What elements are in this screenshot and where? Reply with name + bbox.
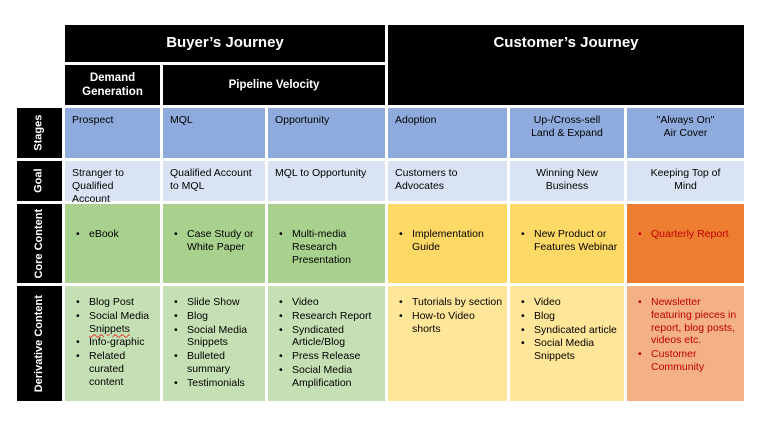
row-label-goal: Goal <box>17 161 62 201</box>
core-content-cell-prospect: eBook <box>65 204 160 283</box>
pipeline-velocity-header: Pipeline Velocity <box>163 65 385 105</box>
list-item: Blog Post <box>74 296 156 309</box>
list-item: Slide Show <box>172 296 261 309</box>
goal-cell-top-of-mind: Keeping Top of Mind <box>627 161 744 201</box>
list-item: Testimonials <box>172 377 261 390</box>
list-item: Bulleted summary <box>172 350 261 376</box>
list-item: Research Report <box>277 310 381 323</box>
list-item: Social Media Amplification <box>277 364 381 390</box>
derivative-content-cell-upsell: Video Blog Syndicated article Social Med… <box>510 286 624 401</box>
row-label-core-content: Core Content <box>17 204 62 283</box>
misspelled-word: Snippets <box>89 322 130 335</box>
stages-cell-upsell: Up-/Cross-sell Land & Expand <box>510 108 624 158</box>
stages-cell-prospect: Prospect <box>65 108 160 158</box>
list-item: Customer Community <box>636 348 740 374</box>
derivative-content-cell-opportunity: Video Research Report Syndicated Article… <box>268 286 385 401</box>
list-item: How-to Video shorts <box>397 310 503 336</box>
list-item: Blog <box>172 310 261 323</box>
goal-cell-advocates: Customers to Advocates <box>388 161 507 201</box>
list-item: Social Media Snippets <box>519 337 620 363</box>
list-item: Newsletter featuring pieces in report, b… <box>636 296 740 347</box>
list-item: Social Media Snippets <box>172 324 261 350</box>
core-content-cell-adoption: Implementation Guide <box>388 204 507 283</box>
demand-generation-header: Demand Generation <box>65 65 160 105</box>
list-item: Syndicated Article/Blog <box>277 324 381 350</box>
list-item: New Product or Features Webinar <box>519 228 620 254</box>
list-item: Syndicated article <box>519 324 620 337</box>
goal-cell-stranger: Stranger to Qualified Account <box>65 161 160 205</box>
list-item: Video <box>277 296 381 309</box>
stages-cell-always-on: "Always On" Air Cover <box>627 108 744 158</box>
list-item: Related curated content <box>74 350 156 388</box>
row-label-stages: Stages <box>17 108 62 158</box>
goal-cell-qualified: Qualified Account to MQL <box>163 161 265 201</box>
list-item: Social Media Snippets <box>74 310 156 336</box>
derivative-content-cell-adoption: Tutorials by section How-to Video shorts <box>388 286 507 401</box>
core-content-cell-always-on: Quarterly Report <box>627 204 744 283</box>
derivative-content-cell-prospect: Blog Post Social Media Snippets Info-gra… <box>65 286 160 401</box>
stages-cell-adoption: Adoption <box>388 108 507 158</box>
text-part: Social Media <box>89 309 150 322</box>
goal-cell-winning: Winning New Business <box>510 161 624 201</box>
list-item: eBook <box>74 228 156 241</box>
list-item: Implementation Guide <box>397 228 503 254</box>
list-item: Info-graphic <box>74 336 156 349</box>
derivative-content-cell-mql: Slide Show Blog Social Media Snippets Bu… <box>163 286 265 401</box>
buyers-journey-header: Buyer’s Journey <box>65 25 385 62</box>
list-item: Blog <box>519 310 620 323</box>
core-content-cell-mql: Case Study or White Paper <box>163 204 265 283</box>
list-item: Video <box>519 296 620 309</box>
core-content-cell-opportunity: Multi-media Research Presentation <box>268 204 385 283</box>
content-matrix-table: Buyer’s Journey Customer’s Journey Deman… <box>17 25 744 401</box>
list-item: Multi-media Research Presentation <box>277 228 381 266</box>
customers-journey-header: Customer’s Journey <box>388 25 744 105</box>
core-content-cell-upsell: New Product or Features Webinar <box>510 204 624 283</box>
row-label-stages-text: Stages <box>32 114 45 152</box>
stages-cell-mql: MQL <box>163 108 265 158</box>
stages-cell-opportunity: Opportunity <box>268 108 385 158</box>
row-label-derivative-content: Derivative Content <box>17 286 62 401</box>
list-item: Case Study or White Paper <box>172 228 261 254</box>
goal-cell-mql-opportunity: MQL to Opportunity <box>268 161 385 201</box>
list-item: Press Release <box>277 350 381 363</box>
row-label-core-content-text: Core Content <box>32 208 45 279</box>
row-label-goal-text: Goal <box>32 168 45 194</box>
list-item: Tutorials by section <box>397 296 503 309</box>
row-label-derivative-content-text: Derivative Content <box>32 294 45 393</box>
list-item: Quarterly Report <box>636 228 740 241</box>
derivative-content-cell-always-on: Newsletter featuring pieces in report, b… <box>627 286 744 401</box>
